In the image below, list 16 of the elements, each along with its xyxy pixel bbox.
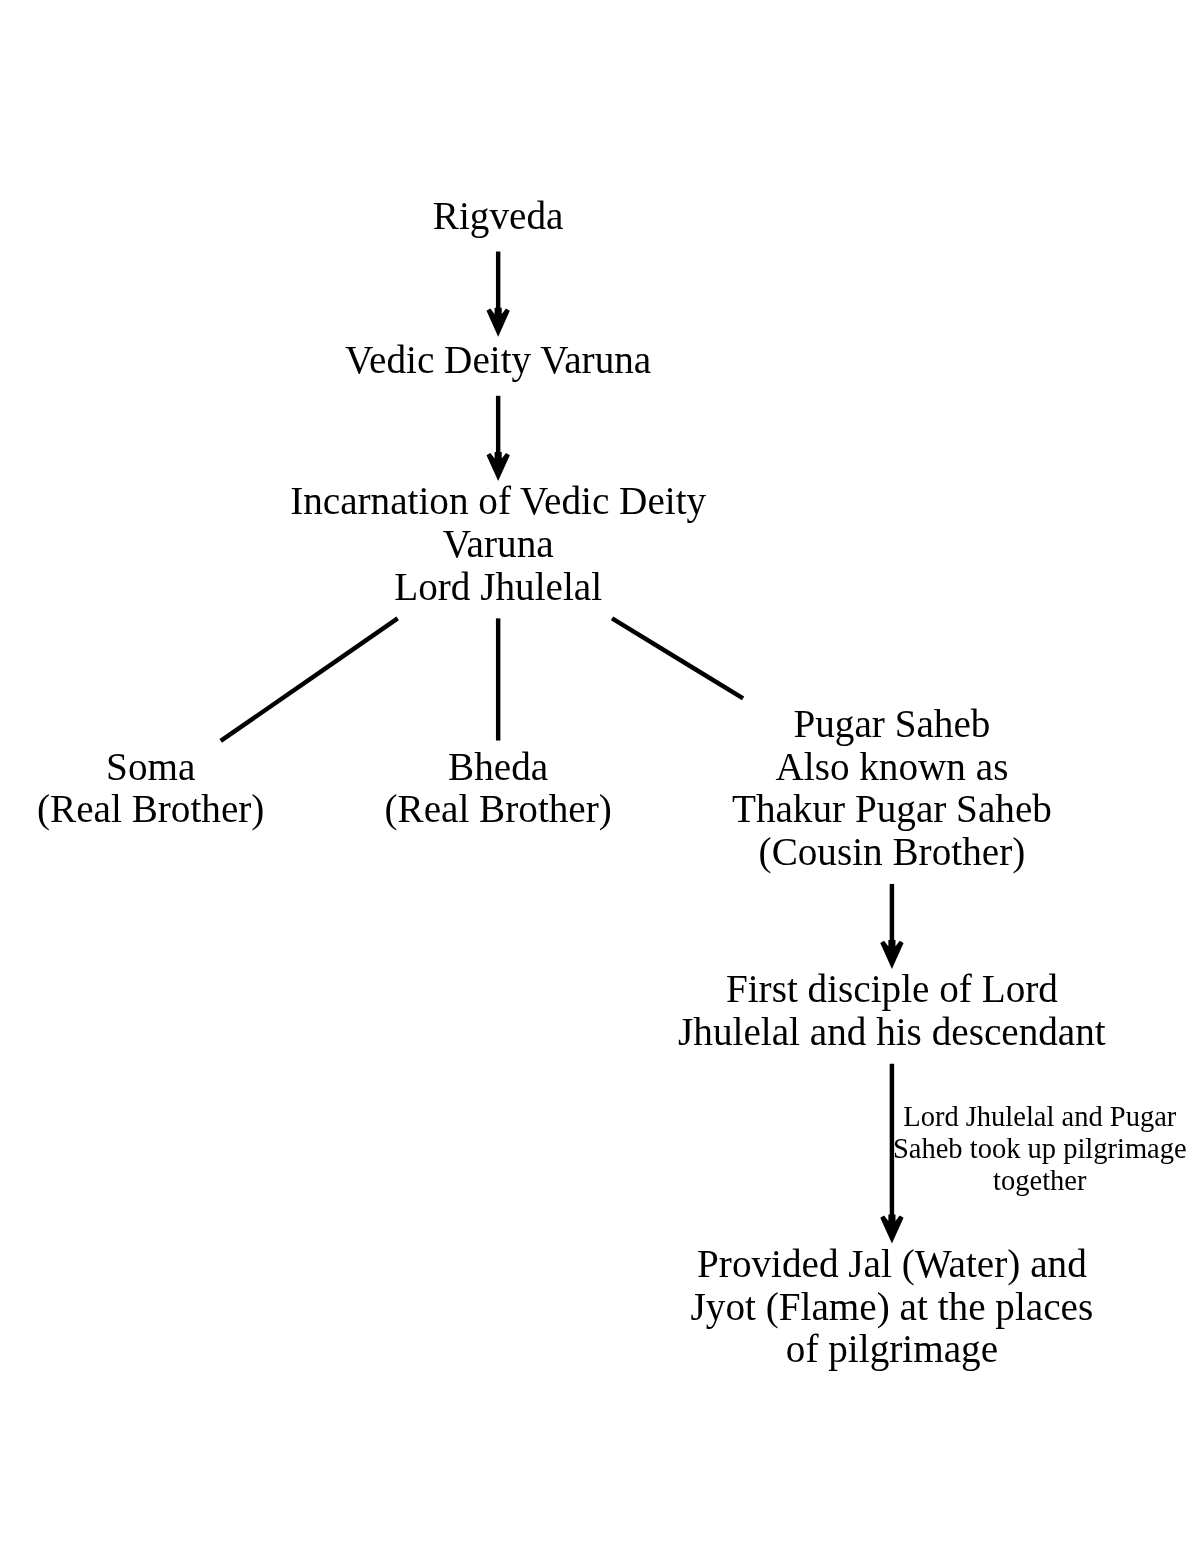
node-text: Pugar Saheb Also known as Thakur Pugar Saheb (Cousin Brother): [731, 701, 1052, 874]
arrow: [486, 395, 510, 478]
connector: [219, 616, 399, 743]
edge-label: Lord Jhulelal and Pugar Saheb took up pilgrimage together: [892, 1100, 1187, 1196]
arrow: [486, 251, 510, 334]
node-text: Rigveda: [432, 194, 564, 238]
node-text: Incarnation of Vedic Deity Varuna Lord Jhulelal: [290, 479, 707, 608]
node-text: Bheda (Real Brother): [384, 744, 612, 831]
arrow: [880, 883, 904, 966]
node-text: First disciple of Lord Jhulelal and his descendant: [678, 967, 1106, 1054]
node-text: Provided Jal (Water) and Jyot (Flame) at the places of pilgrimage: [690, 1241, 1094, 1371]
connector: [495, 618, 501, 741]
connector: [610, 616, 745, 701]
arrow: [880, 1063, 904, 1241]
node-text: Vedic Deity Varuna: [345, 338, 652, 382]
node-text: Soma (Real Brother): [37, 744, 265, 831]
